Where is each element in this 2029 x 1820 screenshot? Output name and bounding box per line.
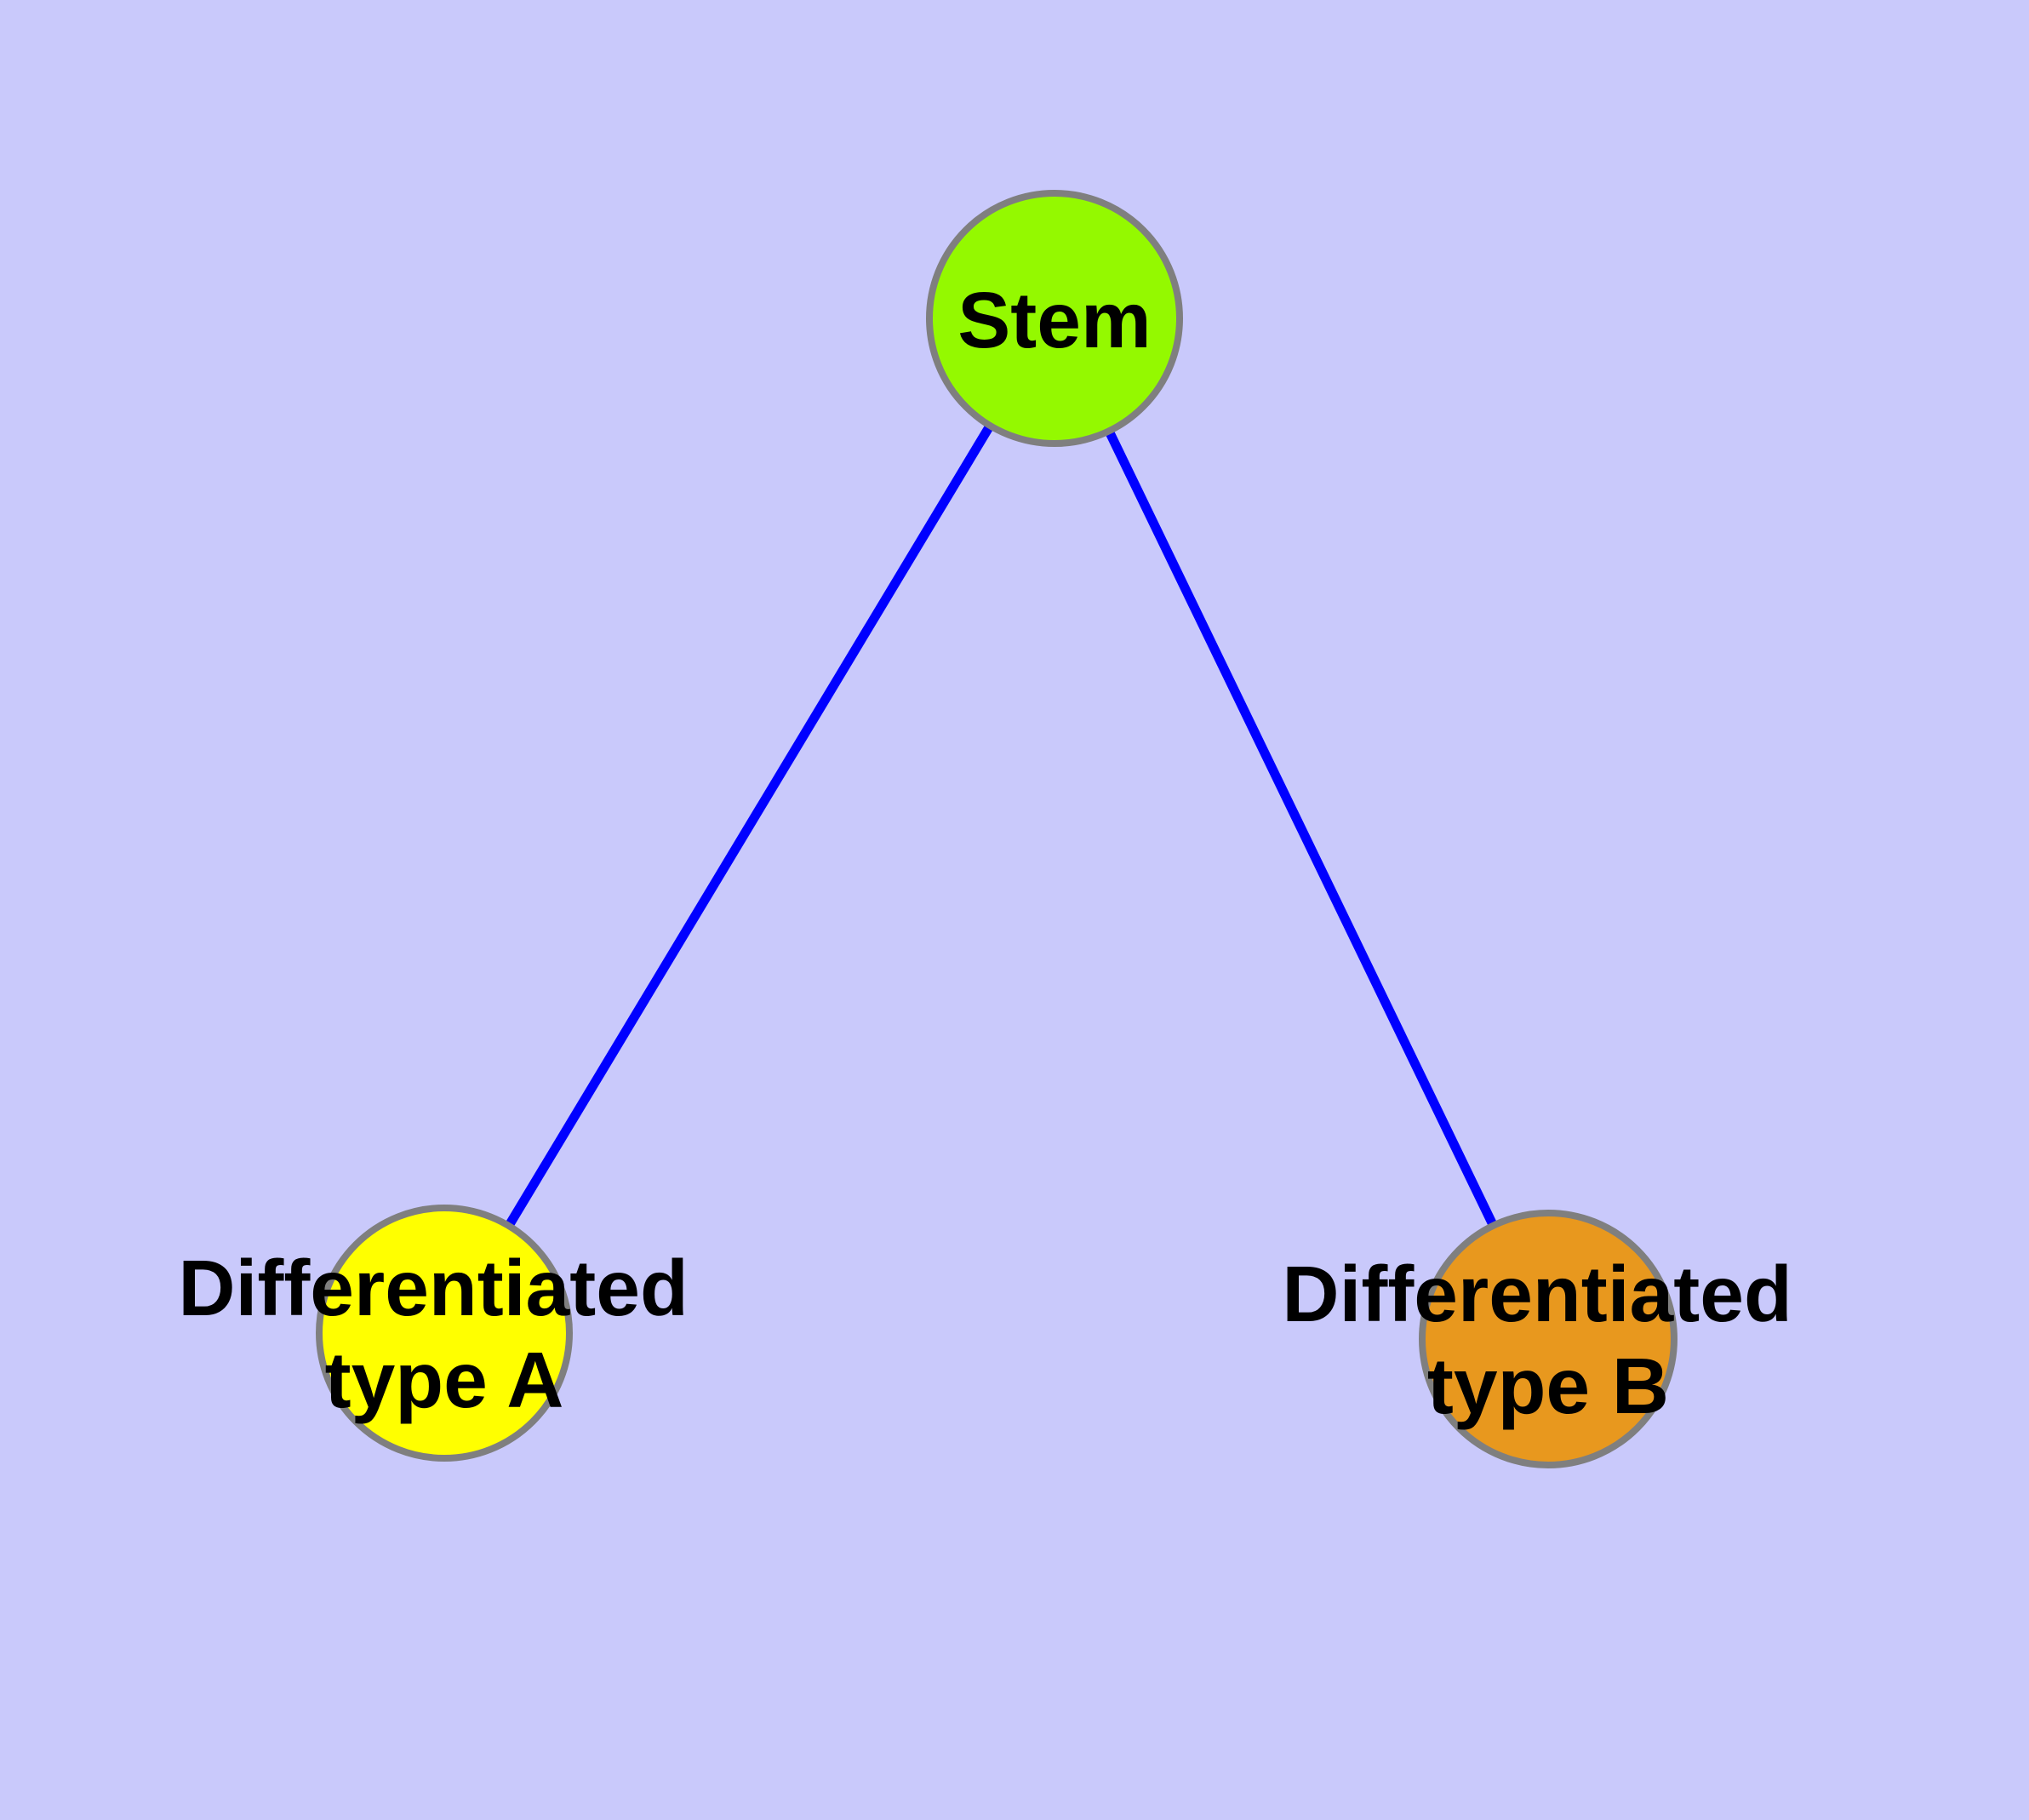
node-type-a-label-line1: Differentiated bbox=[178, 1244, 688, 1332]
node-stem-circle bbox=[926, 190, 1183, 447]
node-type-b-label-line2: type B bbox=[1427, 1342, 1669, 1430]
edge-stem-to-type-b bbox=[1050, 316, 1552, 1342]
node-type-a-label: Differentiated type A bbox=[178, 1244, 710, 1424]
node-stem-label: Stem bbox=[957, 276, 1151, 364]
node-type-a-label-line2: type A bbox=[325, 1336, 564, 1424]
node-type-b-label-line1: Differentiated bbox=[1282, 1250, 1792, 1338]
edge-stem-to-type-a bbox=[440, 316, 1059, 1336]
node-type-b-label: Differentiated type B bbox=[1282, 1250, 1814, 1430]
node-type-a-circle bbox=[316, 1205, 573, 1462]
node-type-b-circle bbox=[1419, 1210, 1677, 1468]
